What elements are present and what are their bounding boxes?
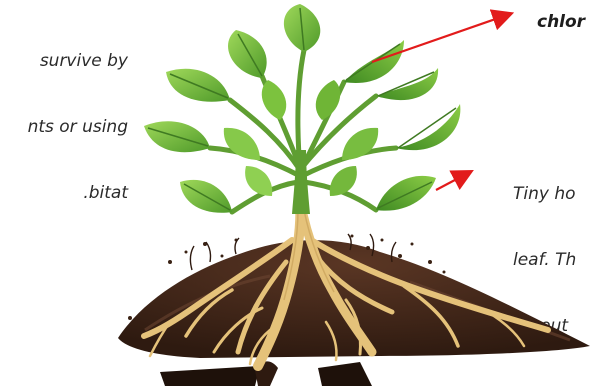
annotation-arrows	[372, 14, 510, 190]
arrow-to-right-note	[436, 172, 470, 190]
arrow-to-chlor	[372, 14, 510, 62]
